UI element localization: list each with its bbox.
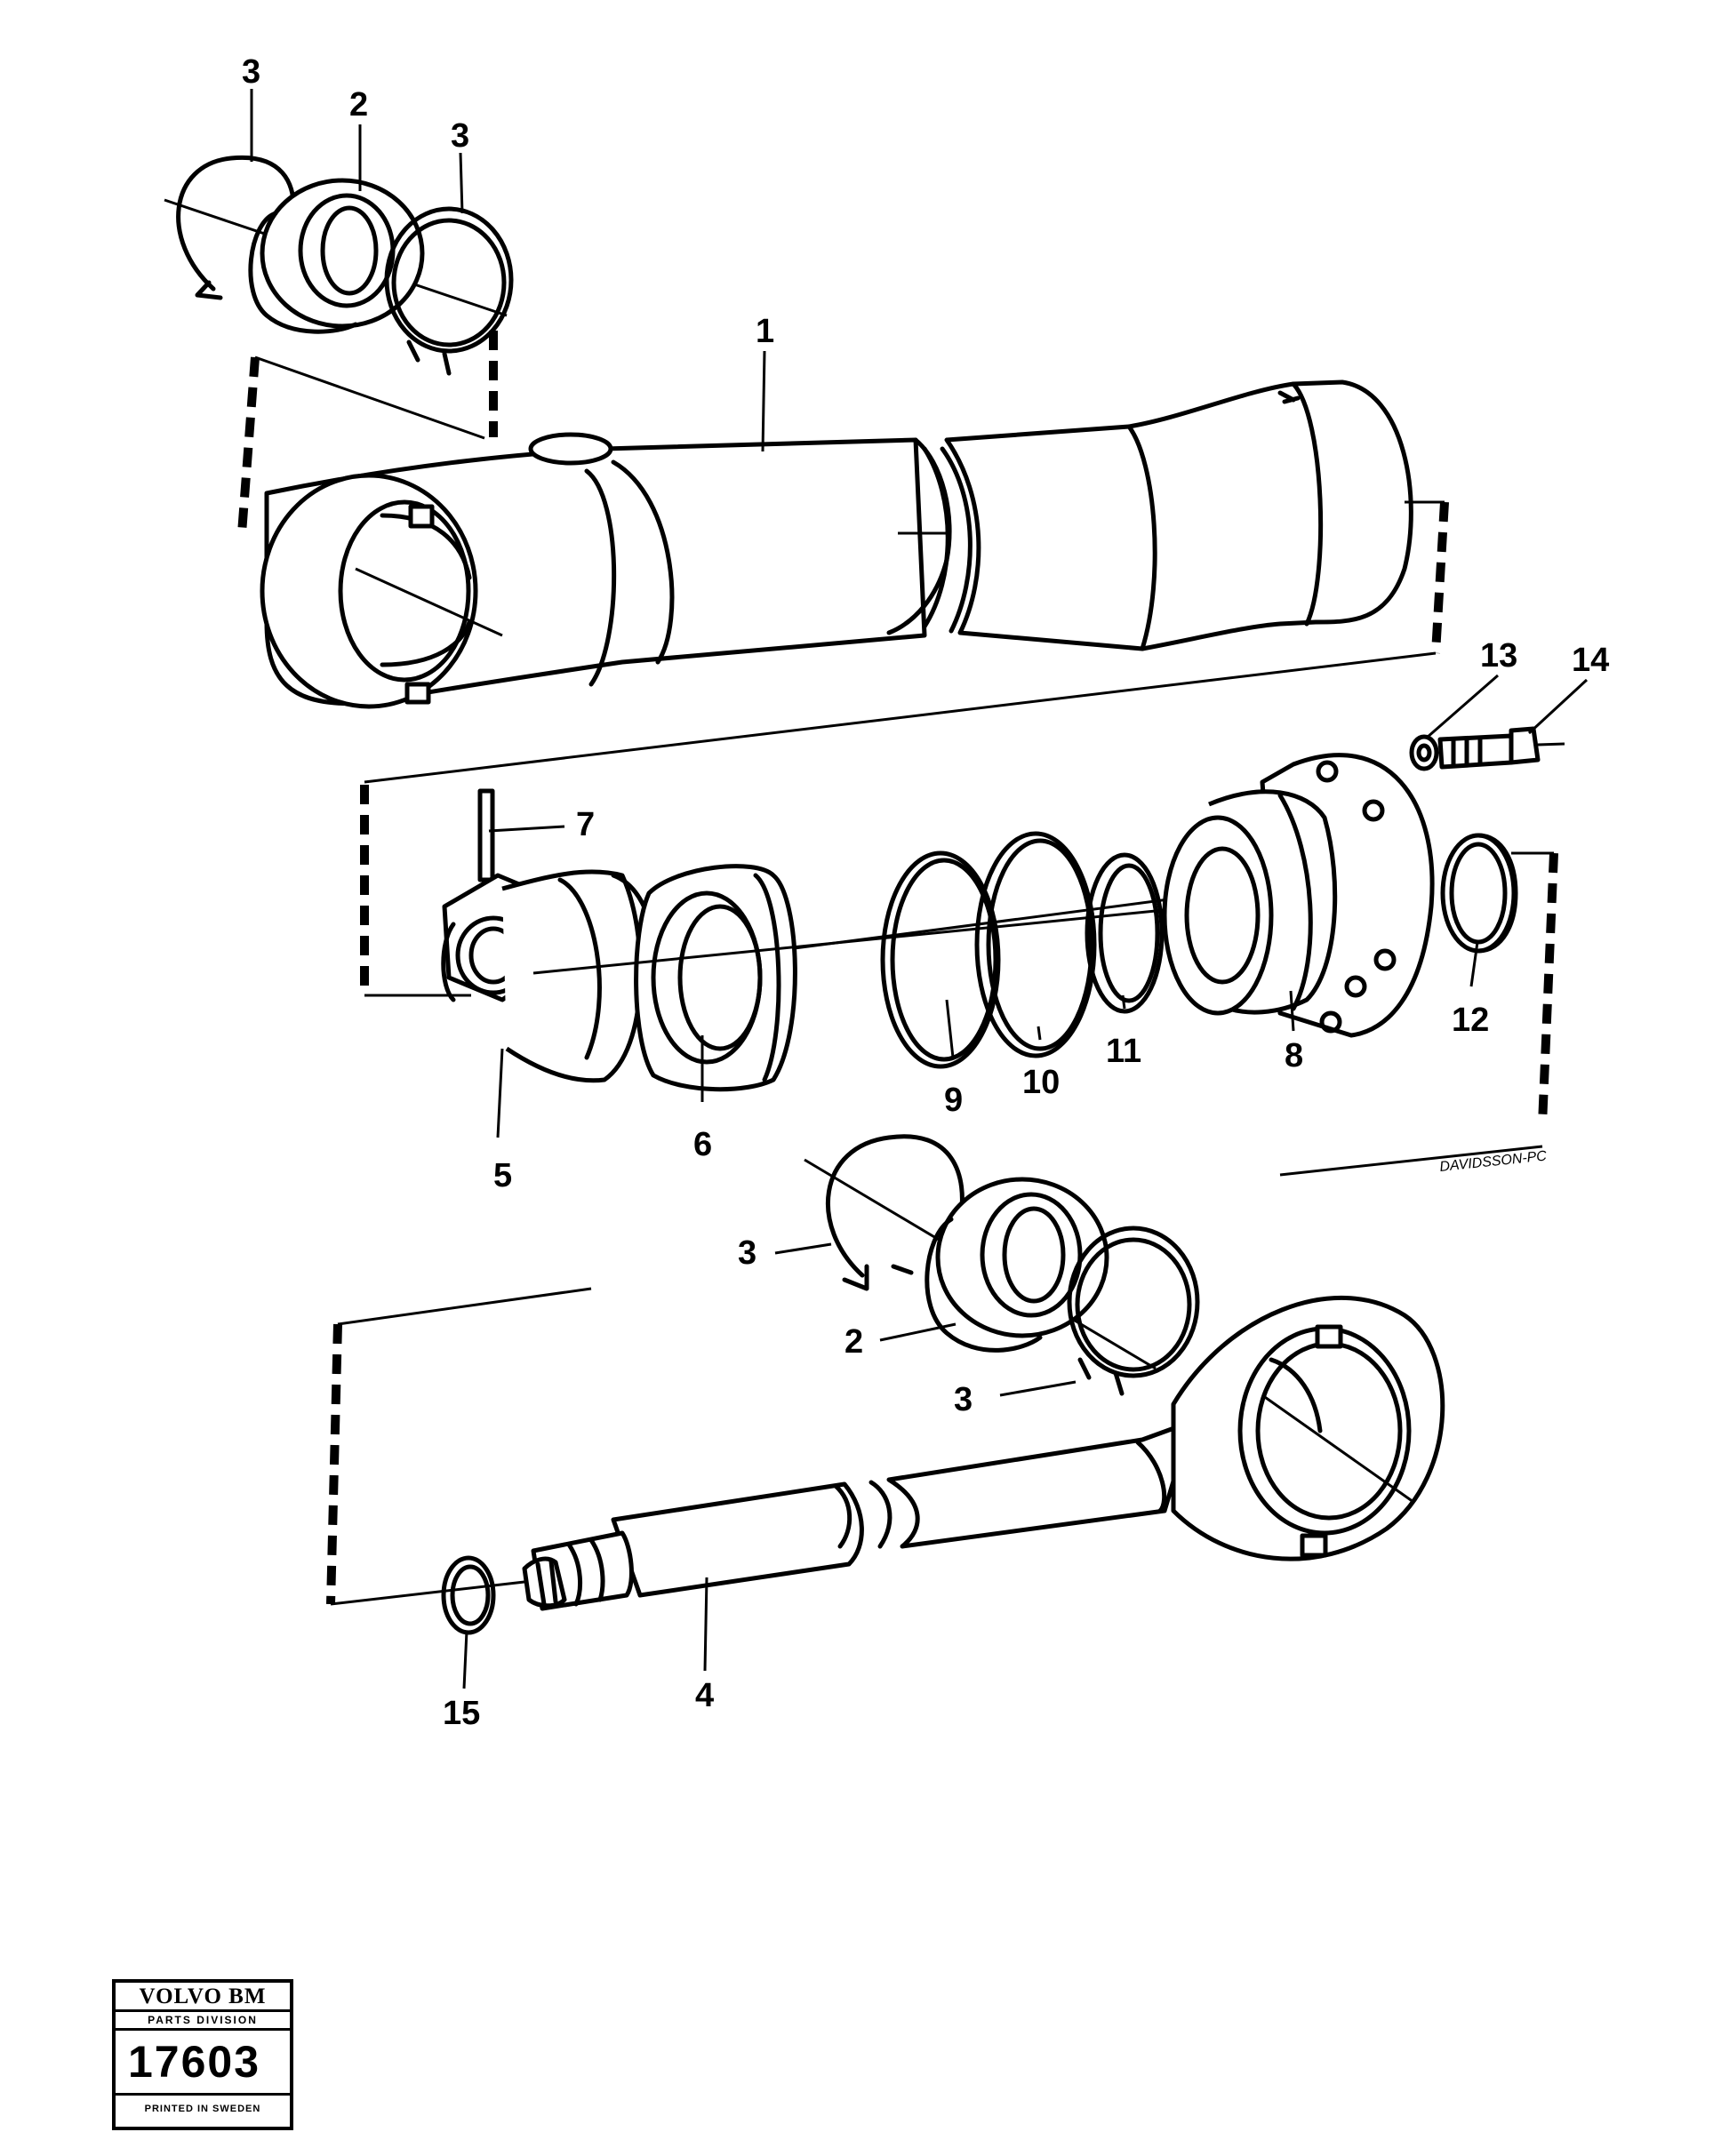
piston [501,869,657,1083]
callout-1: 1 [756,313,774,350]
cylinder-tube [260,379,1413,709]
callout-8: 8 [1285,1037,1303,1074]
ring-11 [1085,852,1165,1014]
snap-ring-top-right [384,206,514,376]
callout-10: 10 [1022,1064,1060,1101]
leader-lines [250,89,1589,1689]
ring-10 [974,831,1097,1058]
ring-12 [1440,833,1518,954]
cylinder-head [1162,753,1435,1038]
spherical-bearing-bottom [925,1177,1109,1353]
snap-ring-top-left [176,155,296,300]
volvo-bm-parts-stamp: VOLVO BM PARTS DIVISION 17603 PRINTED IN… [112,1979,293,2130]
callout-5: 5 [493,1157,512,1194]
stamp-printed: PRINTED IN SWEDEN [144,2104,261,2114]
callout-15: 15 [443,1695,480,1732]
snap-ring-bottom-upper [825,1134,965,1291]
callout-13: 13 [1480,637,1517,675]
callout-2-bottom: 2 [844,1323,863,1361]
callout-3-top-right: 3 [451,117,469,155]
callout-9: 9 [944,1082,963,1119]
piston-rod [522,1419,1194,1611]
callout-labels: 1 3 2 3 7 5 6 9 10 11 8 12 13 14 3 2 3 4… [242,53,1609,1732]
ring-15 [441,1555,496,1635]
piston-seal [634,864,797,1092]
rod-eye [1171,1295,1445,1561]
center-axis-middle [532,900,1245,975]
washer-13 [1409,734,1439,771]
callout-3-top-left: 3 [242,53,260,91]
callout-7: 7 [576,806,595,843]
stamp-number: 17603 [116,2031,290,2096]
callout-3-bottom-upper: 3 [738,1234,756,1272]
stamp-brand: VOLVO BM [116,1983,290,2012]
assembly-dashed-lines [237,331,1558,1606]
callout-4: 4 [695,1677,714,1714]
callout-12: 12 [1452,1002,1489,1039]
spherical-bearing-top [248,178,425,334]
top-bearing-group [164,155,514,376]
callout-3-bottom-lower: 3 [954,1381,973,1418]
snap-ring-bottom-lower [1067,1226,1200,1396]
callout-2-top: 2 [349,86,368,124]
bottom-bearing-group [804,1134,1200,1396]
callout-11: 11 [1106,1033,1141,1070]
callout-14: 14 [1572,642,1609,679]
ring-9 [880,850,1001,1069]
stamp-division: PARTS DIVISION [116,2012,290,2031]
callout-6: 6 [693,1126,712,1163]
bolt-14 [1437,726,1565,770]
